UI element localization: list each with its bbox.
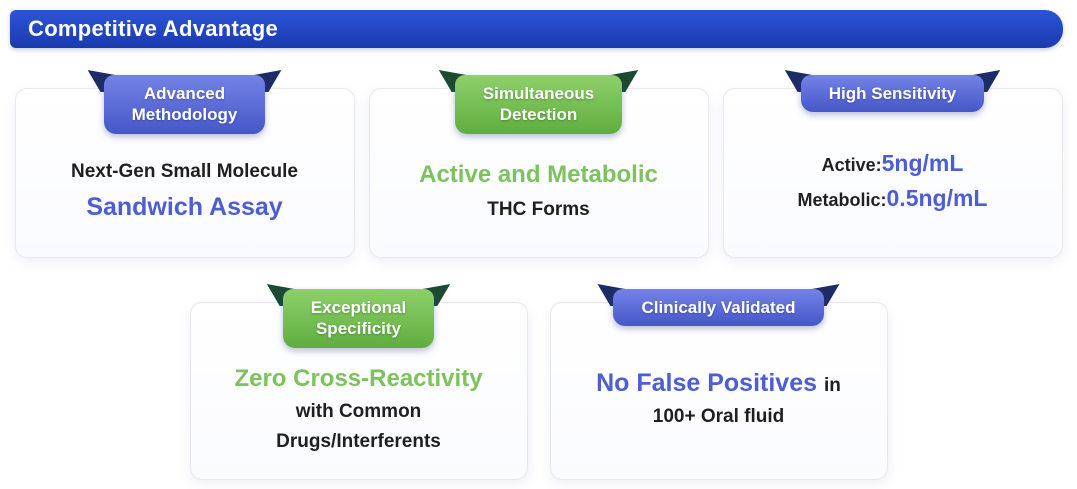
bottom-row: Exceptional Specificity Zero Cross-React…: [0, 289, 1077, 480]
badge-high-sensitivity: High Sensitivity: [800, 75, 985, 113]
card-body: Active and Metabolic THC Forms: [370, 134, 708, 258]
sensitivity-row-active: Active:5ng/mL: [822, 150, 964, 177]
sensitivity-label: Metabolic:: [797, 189, 887, 210]
header-banner: Competitive Advantage: [10, 10, 1063, 48]
card-clinically-validated: Clinically Validated No False Positives i…: [549, 289, 888, 480]
badge-clinically-validated: Clinically Validated: [613, 289, 824, 327]
sensitivity-value: 5ng/mL: [881, 149, 964, 176]
sensitivity-value: 0.5ng/mL: [886, 184, 988, 211]
card-advanced-methodology: Advanced Methodology Next-Gen Small Mole…: [14, 75, 355, 258]
card-line-highlight: No False Positives: [596, 369, 818, 398]
card-high-sensitivity: High Sensitivity Active:5ng/mL Metabolic…: [722, 75, 1063, 258]
card-line-dark: with Common: [295, 401, 422, 423]
sensitivity-row-metabolic: Metabolic:0.5ng/mL: [798, 185, 988, 212]
badge-exceptional-specificity: Exceptional Specificity: [282, 289, 435, 348]
validated-line: No False Positives in: [596, 369, 841, 398]
card-body: No False Positives in 100+ Oral fluid: [551, 326, 887, 479]
card-line-highlight: Zero Cross-Reactivity: [234, 365, 483, 393]
card-body: Active:5ng/mL Metabolic:0.5ng/mL: [724, 112, 1062, 257]
top-row: Advanced Methodology Next-Gen Small Mole…: [0, 75, 1077, 258]
card-line-dark: Drugs/Interferents: [276, 431, 441, 453]
card-simultaneous-detection: Simultaneous Detection Active and Metabo…: [368, 75, 709, 258]
page-title: Competitive Advantage: [28, 16, 278, 41]
card-line-dark: Next-Gen Small Molecule: [70, 160, 298, 182]
card-line-highlight: Sandwich Assay: [86, 192, 283, 221]
card-body: Zero Cross-Reactivity with Common Drugs/…: [191, 348, 527, 480]
card-line-suffix: in: [824, 375, 841, 397]
badge-simultaneous-detection: Simultaneous Detection: [454, 75, 623, 134]
card-line-highlight: Active and Metabolic: [419, 161, 658, 189]
card-body: Next-Gen Small Molecule Sandwich Assay: [16, 134, 354, 258]
card-line-dark: 100+ Oral fluid: [652, 406, 785, 428]
card-exceptional-specificity: Exceptional Specificity Zero Cross-React…: [189, 289, 528, 480]
badge-advanced-methodology: Advanced Methodology: [103, 75, 266, 134]
sensitivity-label: Active:: [821, 154, 882, 175]
card-line-dark: THC Forms: [487, 199, 590, 221]
